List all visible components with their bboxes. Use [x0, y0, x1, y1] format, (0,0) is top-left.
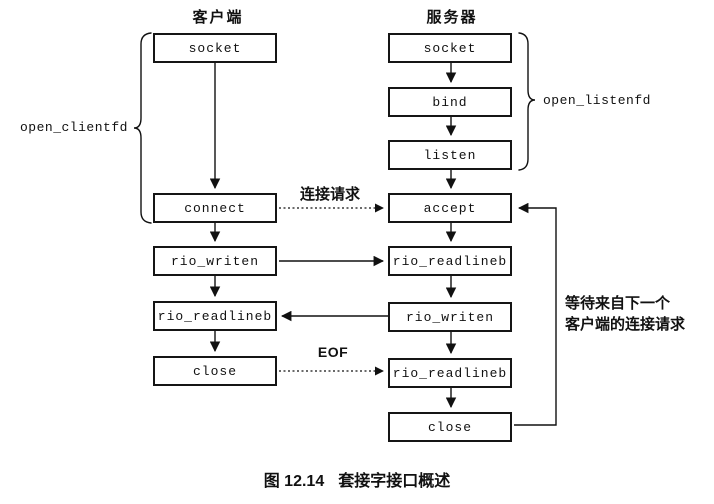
server-rio-readlineb2-box: rio_readlineb: [388, 358, 512, 388]
open-listenfd-brace: [518, 32, 536, 171]
server-socket-box: socket: [388, 33, 512, 63]
wait-note-line2: 客户端的连接请求: [565, 316, 686, 333]
server-rio-writen-box: rio_writen: [388, 302, 512, 332]
server-accept-box: accept: [388, 193, 512, 223]
server-close-box: close: [388, 412, 512, 442]
client-rio-writen-box: rio_writen: [153, 246, 277, 276]
client-column-header: 客户端: [192, 9, 244, 26]
client-rio-readlineb-box: rio_readlineb: [153, 301, 277, 331]
client-connect-box: connect: [153, 193, 277, 223]
figure-title: 套接字接口概述: [338, 473, 451, 490]
figure-caption: 图 12.14 套接字接口概述: [0, 467, 714, 491]
connection-request-label: 连接请求: [300, 186, 361, 203]
server-column-header: 服务器: [426, 9, 478, 26]
figure-number: 图 12.14: [263, 473, 325, 490]
open-clientfd-brace: [133, 32, 152, 224]
server-rio-readlineb-box: rio_readlineb: [388, 246, 512, 276]
eof-label: EOF: [317, 344, 349, 360]
client-close-box: close: [153, 356, 277, 386]
server-listen-box: listen: [388, 140, 512, 170]
server-bind-box: bind: [388, 87, 512, 117]
wait-note-line1: 等待来自下一个: [565, 295, 671, 312]
open-clientfd-label: open_clientfd: [20, 120, 128, 135]
close-to-accept-loop-arrow: [514, 202, 557, 426]
client-socket-box: socket: [153, 33, 277, 63]
wait-next-client-note: 等待来自下一个 客户端的连接请求: [565, 293, 685, 335]
open-listenfd-label: open_listenfd: [543, 93, 651, 108]
